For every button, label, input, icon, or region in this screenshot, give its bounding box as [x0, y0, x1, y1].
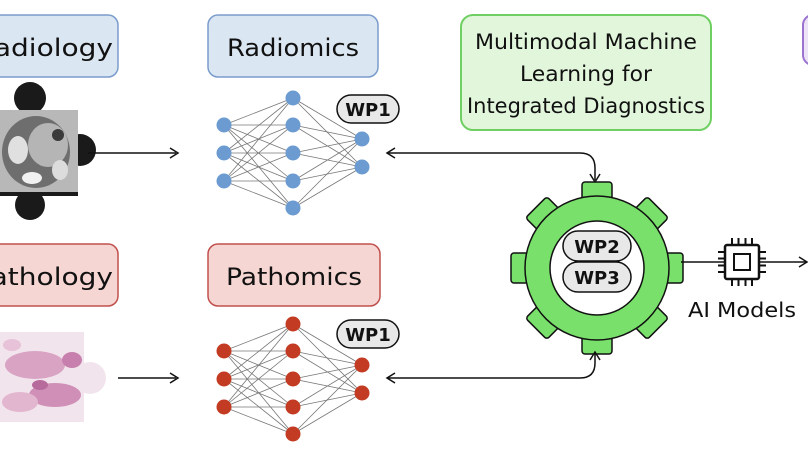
network-edge: [223, 97, 294, 154]
network-node: [285, 426, 301, 442]
network-edge: [292, 138, 363, 182]
radiomics-wp-label: WP1: [345, 100, 391, 121]
pathology-label: Pathology: [0, 263, 113, 291]
network-edge: [292, 364, 363, 380]
network-edge: [223, 152, 294, 182]
network-edge: [292, 364, 363, 435]
pathomics-gear-connector: [388, 354, 596, 379]
network-node: [216, 399, 232, 415]
radiomics-neural-network: [216, 90, 370, 216]
network-node: [285, 399, 301, 415]
arrowhead: [798, 256, 808, 268]
radiomics-box: [207, 14, 379, 78]
gear-wp-bottom-label: WP3: [574, 268, 620, 289]
histology-slide-image: [0, 332, 106, 422]
network-node: [285, 117, 301, 133]
network-edge: [292, 392, 363, 435]
chip-icon: [718, 238, 766, 286]
gear-wp-top-label: WP2: [574, 237, 620, 258]
network-edge: [292, 166, 363, 209]
network-edge: [223, 406, 294, 435]
network-edge: [223, 97, 294, 126]
network-edge: [292, 138, 363, 209]
pathology-box: [0, 243, 119, 307]
network-node: [216, 173, 232, 189]
network-edge: [292, 350, 363, 366]
multimodal-ml-box: [460, 14, 712, 131]
network-node: [216, 145, 232, 161]
ct-scan-image: [0, 82, 96, 220]
network-edge: [292, 97, 363, 168]
network-edge: [223, 378, 294, 435]
pathomics-wp-label: WP1: [345, 325, 391, 346]
network-edge: [292, 97, 363, 140]
network-node: [216, 343, 232, 359]
network-edge: [223, 350, 294, 408]
network-edge: [223, 323, 294, 380]
network-node: [216, 371, 232, 387]
network-node: [285, 145, 301, 161]
network-node: [285, 371, 301, 387]
multimodal-ml-line2: Learning for: [520, 62, 652, 86]
radiology-box: [0, 14, 119, 78]
network-edge: [223, 124, 294, 182]
network-node: [285, 316, 301, 332]
network-edge: [223, 180, 294, 209]
radiomics-gear-connector: [388, 152, 596, 180]
network-edge: [223, 152, 294, 209]
pathomics-label: Pathomics: [226, 263, 362, 291]
network-node: [285, 343, 301, 359]
arrowhead: [385, 372, 396, 384]
arrowhead: [169, 372, 180, 384]
network-node: [216, 117, 232, 133]
gear-wp-badge-top: [562, 230, 632, 262]
pathomics-neural-network: [216, 316, 370, 442]
network-edge: [223, 97, 294, 182]
network-node: [285, 90, 301, 106]
output-box-partial: [802, 15, 808, 65]
network-node: [354, 159, 370, 175]
network-node: [354, 385, 370, 401]
network-edge: [292, 364, 363, 408]
gear-wp-badge-bottom: [562, 261, 632, 293]
network-edge: [292, 124, 363, 140]
network-node: [285, 173, 301, 189]
network-node: [354, 357, 370, 373]
radiomics-label: Radiomics: [227, 34, 359, 62]
multimodal-ml-line3: Integrated Diagnostics: [467, 94, 705, 118]
arrowhead: [385, 147, 396, 159]
pathomics-box: [207, 243, 381, 307]
network-edge: [292, 138, 363, 154]
network-node: [285, 200, 301, 216]
network-edge: [292, 323, 363, 366]
network-edge: [292, 323, 363, 394]
arrowhead: [589, 350, 601, 361]
radiomics-wp-badge: [336, 94, 400, 124]
network-edge: [223, 124, 294, 209]
arrowhead: [169, 147, 180, 159]
radiology-label: Radiology: [0, 34, 113, 62]
network-edge: [223, 378, 294, 408]
network-edge: [223, 350, 294, 435]
pathomics-wp-badge: [336, 319, 400, 349]
network-edge: [223, 323, 294, 352]
multimodal-ml-line1: Multimodal Machine: [475, 30, 697, 54]
network-node: [354, 131, 370, 147]
ai-models-label: AI Models: [688, 298, 796, 322]
network-edge: [223, 323, 294, 408]
